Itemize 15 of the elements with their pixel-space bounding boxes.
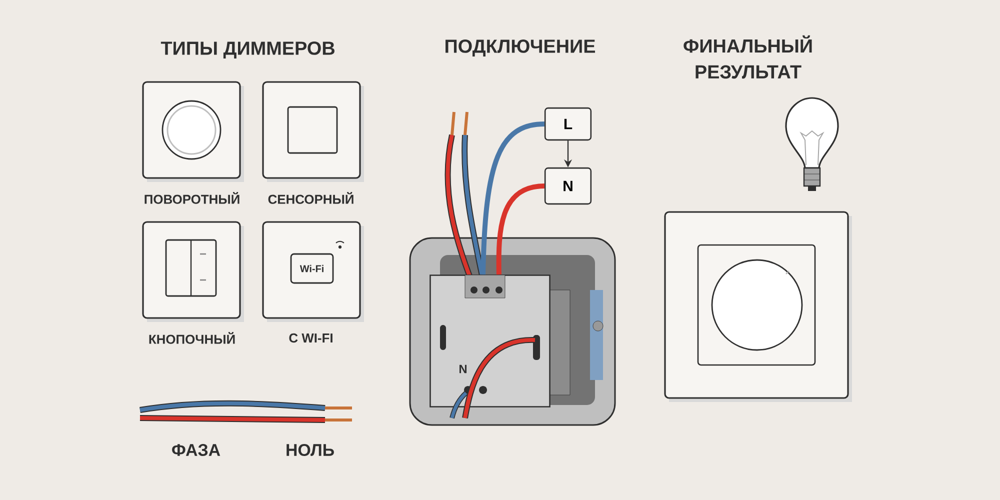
title: ФИНАЛЬНЫЙ РЕЗУЛЬТАТ — [684, 35, 812, 79]
caption: N — [459, 364, 467, 374]
wire — [480, 122, 545, 275]
caption: С WI-FI — [289, 333, 332, 343]
title: ПОДКЛЮЧЕНИЕ — [446, 40, 595, 56]
caption: НОЛЬ — [286, 444, 334, 456]
caption: ФАЗА — [172, 444, 220, 456]
caption: СЕНСОРНЫЙ — [268, 192, 354, 204]
caption: КНОПОЧНЫЙ — [149, 332, 235, 344]
wifi-label: Wi-Fi — [300, 264, 324, 272]
terminal-box: N — [544, 167, 592, 205]
terminal-box: L — [544, 107, 592, 141]
title: ТИПЫ ДИММЕРОВ — [160, 42, 334, 58]
caption: ПОВОРОТНЫЙ — [144, 192, 240, 204]
wire — [496, 184, 545, 275]
